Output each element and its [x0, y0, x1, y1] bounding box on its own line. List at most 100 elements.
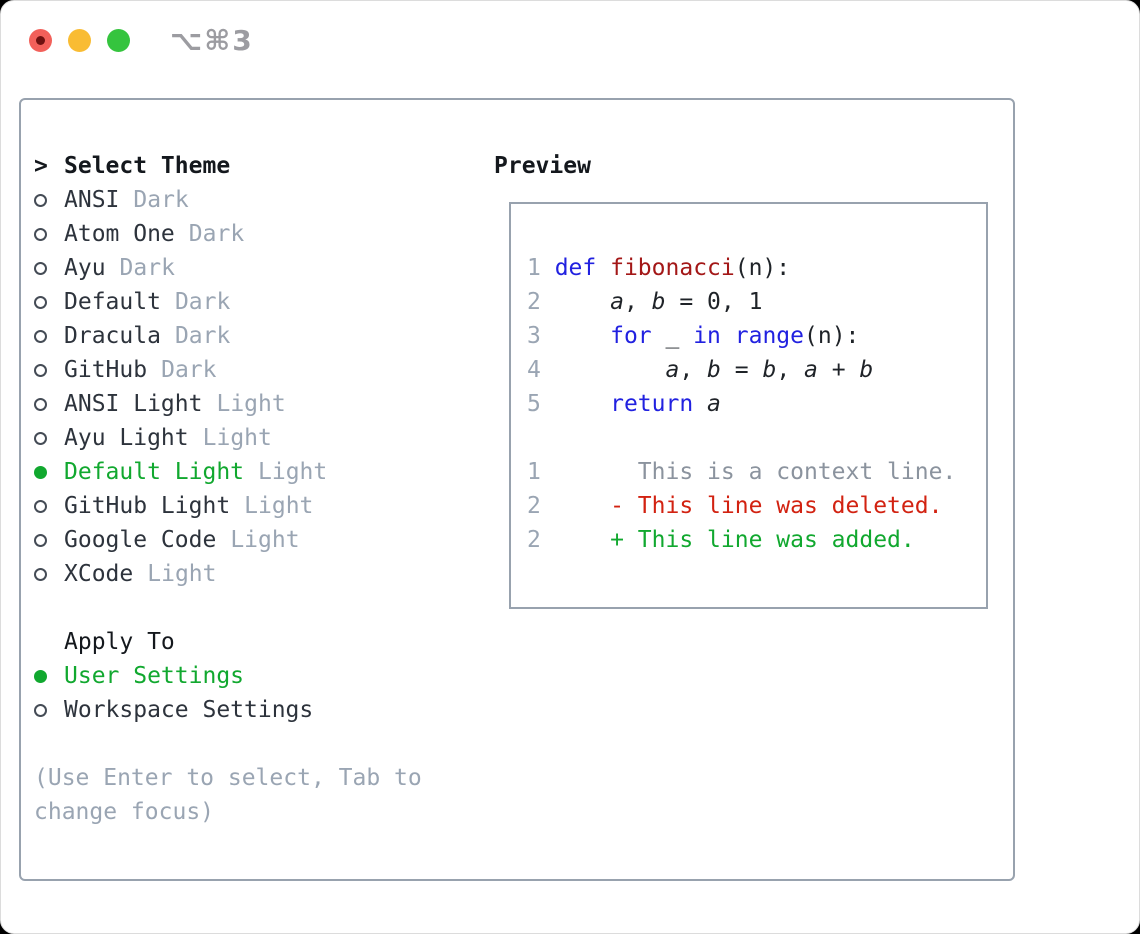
- theme-variant-tag: Light: [147, 561, 217, 587]
- theme-variant-tag: Light: [230, 527, 300, 553]
- diff-line: 1 This is a context line.: [527, 455, 972, 489]
- apply-target-label: Workspace Settings: [64, 697, 314, 723]
- radio-icon[interactable]: [34, 329, 47, 343]
- theme-option[interactable]: Default Light Light: [34, 455, 494, 489]
- titlebar: ⌥⌘3: [29, 24, 254, 57]
- hint-line-2: change focus): [34, 799, 215, 825]
- apply-target-option[interactable]: User Settings: [34, 659, 494, 693]
- theme-label: Default Light: [64, 459, 245, 485]
- blank-line: [527, 421, 972, 455]
- close-button[interactable]: [29, 28, 52, 52]
- radio-icon[interactable]: [34, 465, 47, 479]
- apply-to-title: Apply To: [64, 629, 175, 655]
- radio-cell: [34, 703, 64, 717]
- apply-target-option[interactable]: Workspace Settings: [34, 693, 494, 727]
- theme-label: Dracula: [64, 323, 161, 349]
- theme-option[interactable]: Google Code Light: [34, 523, 494, 557]
- minimize-button[interactable]: [68, 28, 91, 52]
- radio-cell: [34, 261, 64, 275]
- radio-cell: [34, 499, 64, 513]
- spacer: [34, 727, 494, 761]
- theme-option[interactable]: GitHub Light Light: [34, 489, 494, 523]
- radio-cell: [34, 329, 64, 343]
- theme-option[interactable]: GitHub Dark: [34, 353, 494, 387]
- theme-label: GitHub Light: [64, 493, 231, 519]
- diff-line-text: - This line was deleted.: [610, 493, 943, 519]
- window-title: ⌥⌘3: [170, 23, 254, 57]
- radio-cell: [34, 193, 64, 207]
- theme-option[interactable]: ANSI Light Light: [34, 387, 494, 421]
- theme-label: Ayu Light: [64, 425, 189, 451]
- theme-option[interactable]: Dracula Dark: [34, 319, 494, 353]
- theme-variant-tag: Light: [202, 425, 272, 451]
- radio-icon[interactable]: [34, 669, 47, 683]
- theme-variant-tag: Dark: [174, 289, 231, 315]
- diff-line: 2 - This line was deleted.: [527, 489, 972, 523]
- radio-icon[interactable]: [34, 499, 47, 513]
- radio-icon[interactable]: [34, 703, 47, 717]
- radio-cell: [34, 431, 64, 445]
- prompt-caret: >: [34, 153, 48, 179]
- radio-icon[interactable]: [34, 193, 47, 207]
- theme-option[interactable]: Ayu Light Light: [34, 421, 494, 455]
- theme-label: Google Code: [64, 527, 217, 553]
- theme-variant-tag: Light: [258, 459, 328, 485]
- diff-line-number: 1: [527, 459, 611, 485]
- preview-pane: 1 def fibonacci(n): 2 a, b = 0, 1 3 for _ …: [509, 202, 988, 609]
- radio-icon[interactable]: [34, 363, 47, 377]
- theme-label: ANSI Light: [64, 391, 203, 417]
- radio-cell: [34, 669, 64, 683]
- code-line: 3 for _ in range(n):: [527, 323, 860, 349]
- radio-cell: [34, 227, 64, 241]
- diff-line-number: 2: [527, 493, 611, 519]
- theme-variant-tag: Dark: [174, 323, 231, 349]
- diff-line-text: + This line was added.: [610, 527, 915, 553]
- theme-label: Atom One: [64, 221, 175, 247]
- select-theme-title: Select Theme: [64, 153, 231, 179]
- theme-variant-tag: Dark: [133, 187, 189, 213]
- theme-variant-tag: Light: [244, 493, 314, 519]
- theme-label: GitHub: [64, 357, 148, 383]
- radio-cell: [34, 363, 64, 377]
- radio-icon[interactable]: [34, 567, 47, 581]
- theme-option[interactable]: Atom One Dark: [34, 217, 494, 251]
- hint-line-1: (Use Enter to select, Tab to: [34, 765, 422, 791]
- radio-icon[interactable]: [34, 533, 47, 547]
- theme-label: ANSI: [64, 187, 120, 213]
- close-dot-icon: [36, 35, 45, 45]
- theme-variant-tag: Light: [216, 391, 286, 417]
- radio-cell: [34, 567, 64, 581]
- code-line: 1 def fibonacci(n):: [527, 255, 791, 281]
- radio-cell: [34, 295, 64, 309]
- diff-line-text: This is a context line.: [610, 459, 957, 485]
- preview-title: Preview: [494, 153, 591, 179]
- apply-to-header: Apply To: [34, 625, 494, 659]
- theme-option[interactable]: ANSI Dark: [34, 183, 494, 217]
- radio-cell: [34, 465, 64, 479]
- theme-variant-tag: Dark: [161, 357, 217, 383]
- radio-icon[interactable]: [34, 227, 47, 241]
- radio-icon[interactable]: [34, 295, 47, 309]
- radio-icon[interactable]: [34, 261, 47, 275]
- radio-icon[interactable]: [34, 431, 47, 445]
- apply-target-label: User Settings: [64, 663, 245, 689]
- spacer: [34, 591, 494, 625]
- radio-cell: [34, 397, 64, 411]
- select-theme-header: > Select Theme: [34, 149, 494, 183]
- radio-icon[interactable]: [34, 397, 47, 411]
- zoom-button[interactable]: [107, 28, 130, 52]
- code-preview: 1 def fibonacci(n): 2 a, b = 0, 1 3 for _ …: [527, 251, 972, 421]
- radio-cell: [34, 533, 64, 547]
- theme-variant-tag: Dark: [188, 221, 245, 247]
- code-line: 4 a, b = b, a + b: [527, 357, 874, 383]
- diff-line-number: 2: [527, 527, 611, 553]
- code-line: 2 a, b = 0, 1: [527, 289, 763, 315]
